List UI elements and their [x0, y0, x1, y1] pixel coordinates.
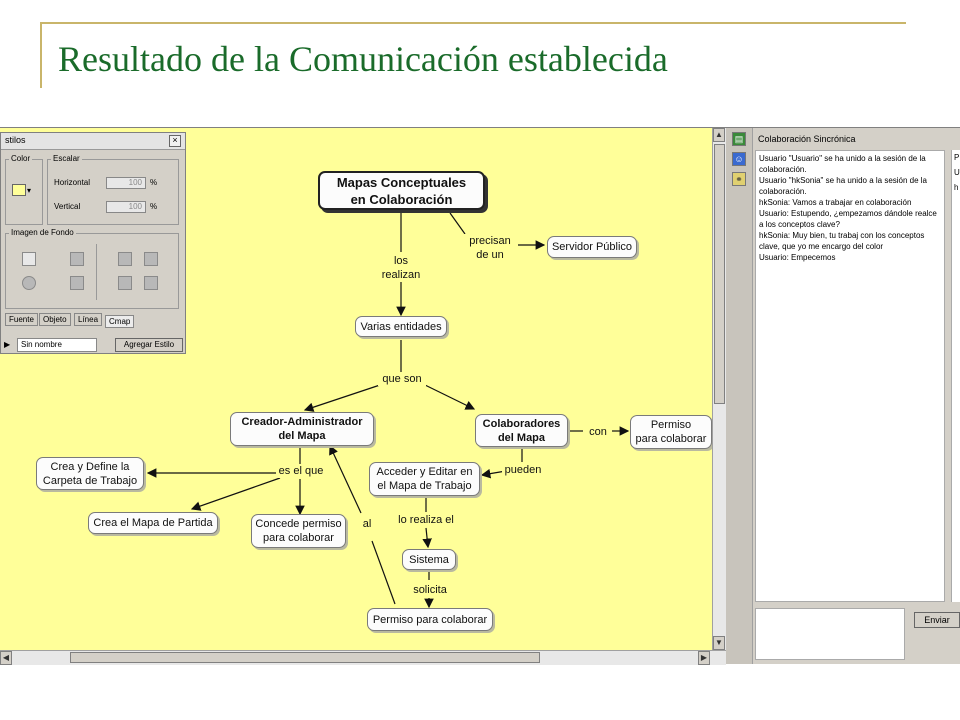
- participants-list: P U h: [951, 150, 960, 602]
- color-group: Color ▾: [5, 154, 43, 225]
- divider: [96, 244, 97, 300]
- node-mapas-conceptuales[interactable]: Mapas Conceptuales en Colaboración: [318, 171, 485, 210]
- node-permiso-para-colaborar[interactable]: Permiso para colaborar: [367, 608, 493, 631]
- link-los-realizan[interactable]: los realizan: [379, 254, 423, 282]
- horizontal-input[interactable]: 100: [106, 177, 146, 189]
- node-crea-mapa[interactable]: Crea el Mapa de Partida: [88, 512, 218, 534]
- chat-message: Usuario "Usuario" se ha unido a la sesió…: [759, 154, 926, 174]
- participant-initial: U: [954, 168, 960, 177]
- play-icon[interactable]: ▶: [4, 340, 11, 349]
- send-button[interactable]: Enviar: [914, 612, 960, 628]
- imagen-fondo-label: Imagen de Fondo: [9, 228, 76, 237]
- share-icon[interactable]: ⚭: [732, 172, 746, 186]
- title-rule-left: [40, 22, 42, 88]
- chat-message: Usuario "hkSonia" se ha unido a la sesió…: [759, 176, 928, 196]
- vertical-scroll-thumb[interactable]: [714, 144, 725, 404]
- participant-initial: P: [954, 153, 960, 162]
- node-permiso-colaborar[interactable]: Permiso para colaborar: [630, 415, 712, 449]
- node-servidor-publico[interactable]: Servidor Público: [547, 236, 637, 258]
- collaboration-title: Colaboración Sincrónica: [758, 134, 856, 144]
- tab-cmap[interactable]: Cmap: [105, 315, 135, 328]
- tab-objeto[interactable]: Objeto: [39, 313, 71, 326]
- message-input[interactable]: [755, 608, 905, 660]
- image-fill-icon[interactable]: [144, 276, 158, 290]
- link-lo-realiza-el[interactable]: lo realiza el: [394, 513, 458, 527]
- node-sistema[interactable]: Sistema: [402, 549, 456, 570]
- collaboration-panel: ▤ ☺ ⚭ Colaboración Sincrónica Usuario "U…: [726, 128, 960, 664]
- style-name-field[interactable]: Sin nombre: [17, 338, 97, 352]
- tab-linea[interactable]: Línea: [74, 313, 103, 326]
- image-center-icon[interactable]: [118, 276, 132, 290]
- node-colaboradores[interactable]: Colaboradores del Mapa: [475, 414, 568, 447]
- scroll-up-icon[interactable]: ▲: [713, 128, 725, 142]
- imagen-fondo-group: Imagen de Fondo: [5, 228, 179, 309]
- image-fit-icon[interactable]: [144, 252, 158, 266]
- link-que-son[interactable]: que son: [378, 372, 426, 386]
- tab-fuente[interactable]: Fuente: [5, 313, 38, 326]
- side-toolbar: ▤ ☺ ⚭: [726, 128, 753, 664]
- horizontal-percent: %: [150, 178, 158, 187]
- scroll-left-icon[interactable]: ◀: [0, 651, 12, 665]
- styles-panel-titlebar[interactable]: stilos ×: [1, 133, 185, 150]
- horizontal-scroll-thumb[interactable]: [70, 652, 540, 663]
- node-concede-permiso[interactable]: Concede permiso para colaborar: [251, 514, 346, 548]
- map-connections: [146, 210, 630, 609]
- chat-message: hkSonia: Vamos a trabajar en colaboració…: [759, 198, 912, 207]
- no-image-icon[interactable]: [22, 276, 36, 290]
- add-style-button[interactable]: Agregar Estilo: [115, 338, 183, 352]
- link-con[interactable]: con: [584, 425, 612, 439]
- image-stretch-icon[interactable]: [118, 252, 132, 266]
- chat-log: Usuario "Usuario" se ha unido a la sesió…: [755, 150, 945, 602]
- chevron-down-icon[interactable]: ▾: [27, 186, 32, 195]
- link-solicita[interactable]: solicita: [410, 583, 450, 597]
- horizontal-label: Horizontal: [54, 178, 91, 187]
- horizontal-scrollbar[interactable]: ◀ ▶: [0, 650, 726, 665]
- escalar-label: Escalar: [51, 154, 82, 163]
- link-pueden[interactable]: pueden: [502, 463, 544, 477]
- node-crea-define[interactable]: Crea y Define la Carpeta de Trabajo: [36, 457, 144, 490]
- chat-message: Usuario: Estupendo, ¿empezamos dándole r…: [759, 209, 937, 229]
- color-label: Color: [9, 154, 33, 163]
- image-add-icon[interactable]: [22, 252, 36, 266]
- styles-panel: stilos × Color ▾ Escalar Horizontal 100 …: [0, 132, 186, 354]
- color-swatch[interactable]: [12, 184, 26, 196]
- vertical-label: Vertical: [54, 202, 81, 211]
- link-es-el-que[interactable]: es el que: [276, 464, 326, 478]
- styles-panel-title: stilos: [5, 135, 26, 145]
- book-icon[interactable]: ▤: [732, 132, 746, 146]
- escalar-group: Escalar Horizontal 100 % Vertical 100 %: [47, 154, 179, 225]
- chat-message: Usuario: Empecemos: [759, 253, 836, 262]
- link-precisan-de-un[interactable]: precisan de un: [462, 234, 518, 262]
- vertical-percent: %: [150, 202, 158, 211]
- people-icon[interactable]: ☺: [732, 152, 746, 166]
- scroll-down-icon[interactable]: ▼: [713, 636, 725, 650]
- title-rule-top: [40, 22, 906, 24]
- vertical-input[interactable]: 100: [106, 201, 146, 213]
- node-acceder-editar[interactable]: Acceder y Editar en el Mapa de Trabajo: [369, 462, 480, 496]
- link-al[interactable]: al: [360, 517, 374, 531]
- cmap-window: Mapas Conceptuales en Colaboración Servi…: [0, 127, 960, 665]
- vertical-scrollbar[interactable]: ▲ ▼: [712, 128, 727, 650]
- participant-initial: h: [954, 183, 959, 192]
- scroll-right-icon[interactable]: ▶: [698, 651, 710, 665]
- close-icon[interactable]: ×: [169, 135, 181, 147]
- slide-title: Resultado de la Comunicación establecida: [58, 39, 668, 79]
- node-creador-administrador[interactable]: Creador-Administrador del Mapa: [230, 412, 374, 446]
- image-tile-icon[interactable]: [70, 276, 84, 290]
- node-varias-entidades[interactable]: Varias entidades: [355, 316, 447, 337]
- map-canvas[interactable]: Mapas Conceptuales en Colaboración Servi…: [0, 128, 712, 650]
- image-position-icon[interactable]: [70, 252, 84, 266]
- chat-message: hkSonia: Muy bien, tu trabaj con los con…: [759, 231, 925, 251]
